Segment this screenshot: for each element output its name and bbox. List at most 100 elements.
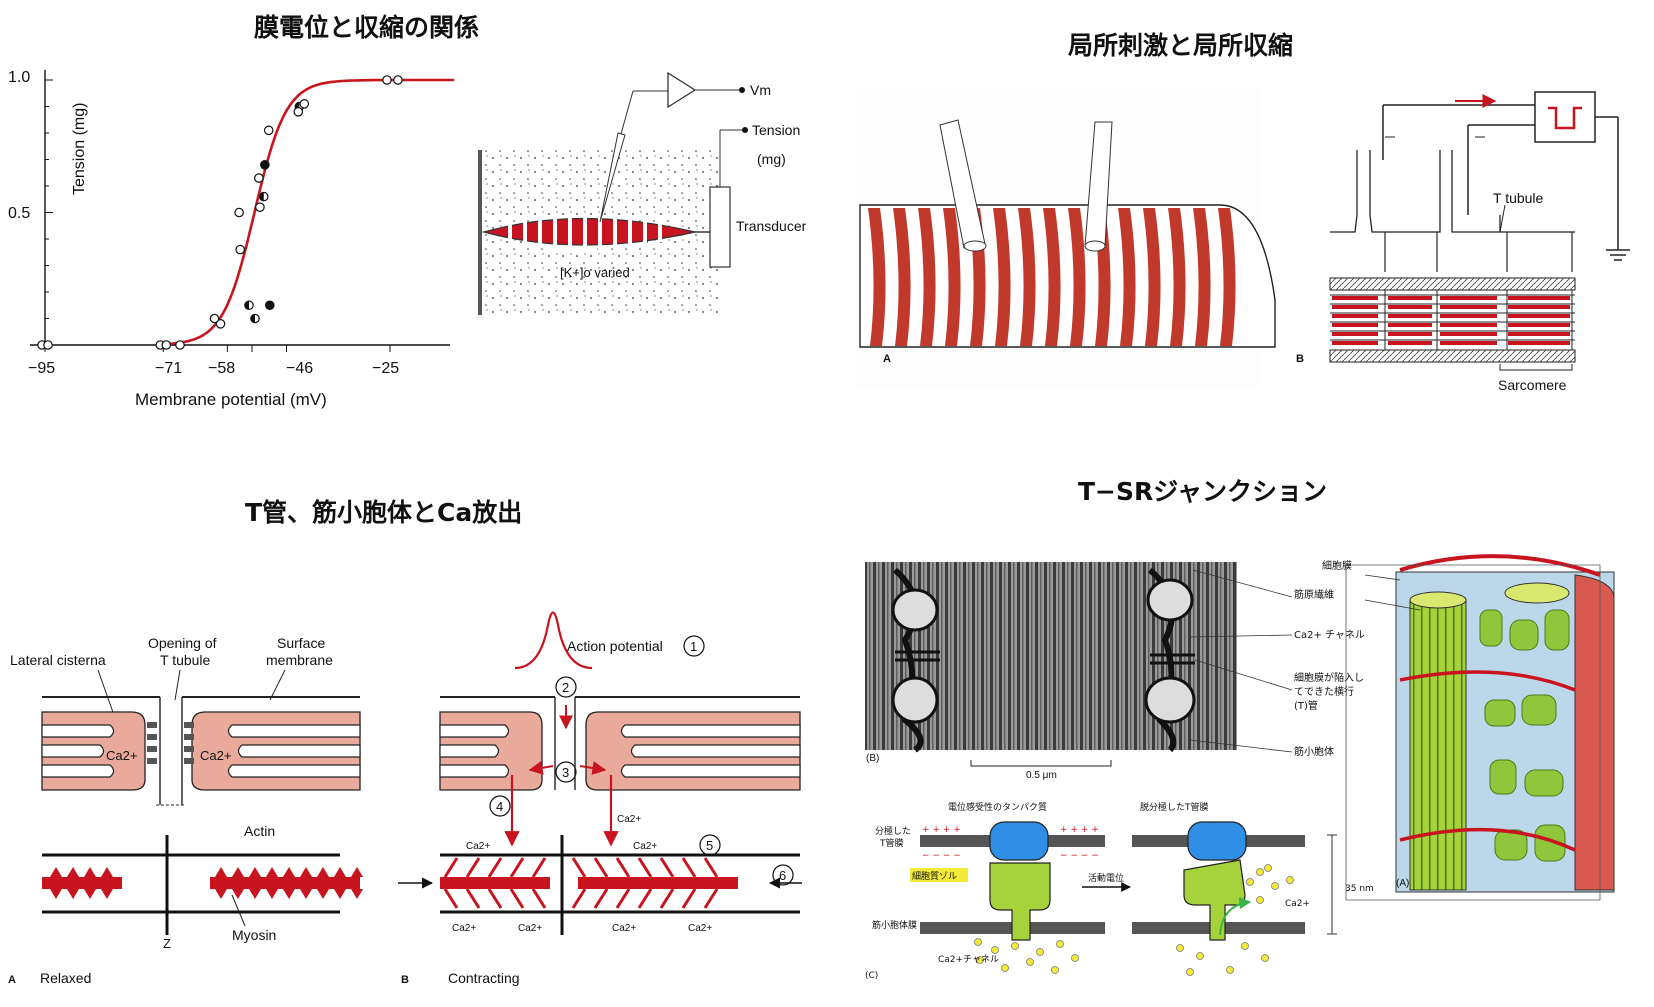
step-number: 4 <box>496 799 503 814</box>
myosin-head <box>67 867 79 877</box>
mg-label: (mg) <box>757 151 786 167</box>
junction-label: 筋原繊維 <box>1294 588 1334 601</box>
panel-b-letter: B <box>1296 353 1304 365</box>
ca-ion <box>976 956 984 964</box>
title-t-sr-junction: T−SRジャンクション <box>1078 477 1328 506</box>
polarized-label: 分極した <box>875 825 911 837</box>
ca-ion <box>1256 868 1264 876</box>
myosin-bar <box>1388 341 1432 345</box>
ca-ion <box>974 938 982 946</box>
plus-charges: + + + + <box>922 825 961 835</box>
myosin-head <box>215 889 227 899</box>
fiber-stripe <box>868 208 886 346</box>
panel-a-letter: (A) <box>1396 878 1409 889</box>
data-point <box>264 300 275 311</box>
minus-charges: − − − − <box>922 851 961 861</box>
cytosol-tag <box>910 868 968 882</box>
relaxed-label: Relaxed <box>40 970 91 986</box>
title-local-stimulus: 局所刺激と局所収縮 <box>1068 31 1294 60</box>
data-point <box>393 75 403 85</box>
myosin-head <box>50 867 62 877</box>
myosin-bar <box>1440 332 1497 336</box>
myosin-head <box>317 867 329 877</box>
fiber-stripe <box>918 208 936 346</box>
ca-label: Ca2+ <box>617 814 641 825</box>
ca-ion <box>1056 940 1064 948</box>
em-micrograph: (B) 0.5 μm 筋原繊維 Ca2+ チャネル 細胞膜が陥入し てできた横行… <box>865 559 1365 781</box>
cross-bridge <box>571 857 587 878</box>
sr-row <box>1329 277 1576 291</box>
myosin-bar <box>1332 323 1378 327</box>
step-number: 6 <box>779 868 786 883</box>
data-point-half <box>244 301 249 310</box>
myosin-head <box>266 889 278 899</box>
ca-ion <box>1036 948 1044 956</box>
sr-membrane-label: 筋小胞体膜 <box>872 919 917 931</box>
surface-label-2: membrane <box>266 652 333 668</box>
ca-label: Ca2+ <box>612 923 636 934</box>
experiment-setup: Vm Tension (mg) Transducer [K+]o varied <box>478 71 807 315</box>
myosin-bar <box>1508 323 1570 327</box>
step-marker <box>489 795 511 817</box>
data-point-half <box>259 192 264 201</box>
data-point <box>175 340 185 350</box>
cross-bridge <box>703 888 719 909</box>
myosin-right <box>210 877 360 889</box>
depolarized-label: 脱分極したT管膜 <box>1140 801 1209 813</box>
myosin-bar <box>1388 314 1432 318</box>
fiber-stripe <box>1218 208 1236 346</box>
amplifier-icon <box>667 71 697 109</box>
data-point <box>209 313 220 324</box>
cross-bridge <box>571 888 587 909</box>
opening-label-2: T tubule <box>160 652 211 668</box>
myosin-head <box>266 867 278 877</box>
cross-bridge <box>681 888 697 909</box>
myosin-head <box>300 867 312 877</box>
fiber-stripe <box>1043 208 1061 346</box>
cross-bridge <box>531 888 547 909</box>
fiber-3d-illustration: (A) <box>1345 554 1615 901</box>
myosin-bar <box>1388 323 1432 327</box>
myosin-head <box>351 889 363 899</box>
cross-bridge <box>465 857 481 878</box>
ca-ion <box>1176 944 1184 952</box>
data-point <box>235 244 246 255</box>
ca-ion <box>1246 878 1254 886</box>
plus-charges: + + + + <box>1060 825 1099 835</box>
x-tick-label: −95 <box>28 360 55 377</box>
surface-label-1: Surface <box>277 635 325 651</box>
fiber-stripe <box>1018 208 1036 346</box>
data-point <box>255 202 265 212</box>
ca-label: Ca2+ <box>452 923 476 934</box>
ca-label: Ca2+ <box>200 748 231 763</box>
cross-bridge <box>659 857 675 878</box>
myosin-head <box>334 867 346 877</box>
ca-ion <box>1286 876 1294 884</box>
ca-label: Ca2+ <box>518 923 542 934</box>
myosin-bar <box>1332 332 1378 336</box>
ca-label: Ca2+ <box>688 923 712 934</box>
cross-bridge <box>443 857 459 878</box>
fiber-stripe <box>1118 208 1136 346</box>
junction-label: 細胞膜が陥入し <box>1294 671 1364 684</box>
ca-ion <box>1196 952 1204 960</box>
ryr-channel-closed <box>989 862 1051 941</box>
data-point <box>254 173 264 183</box>
y-axis-label: Tension (mg) <box>71 103 88 195</box>
x-tick-label: −46 <box>286 360 313 377</box>
junction-label: 細胞膜 <box>1322 559 1352 572</box>
ca-ion <box>1226 966 1234 974</box>
data-point <box>299 99 310 109</box>
minus-charges: − − − − <box>1060 851 1099 861</box>
junction-label: 筋小胞体 <box>1294 745 1334 758</box>
cytosol-label: 細胞質ゾル <box>912 870 957 882</box>
ca-ion <box>1271 882 1279 890</box>
fiber-stripe <box>893 208 911 346</box>
cross-bridge <box>681 857 697 878</box>
panel-a-letter: A <box>8 974 16 986</box>
myosin-left <box>42 877 122 889</box>
data-point <box>260 160 270 170</box>
myosin-bar <box>1508 296 1570 300</box>
cross-bridge <box>593 857 609 878</box>
